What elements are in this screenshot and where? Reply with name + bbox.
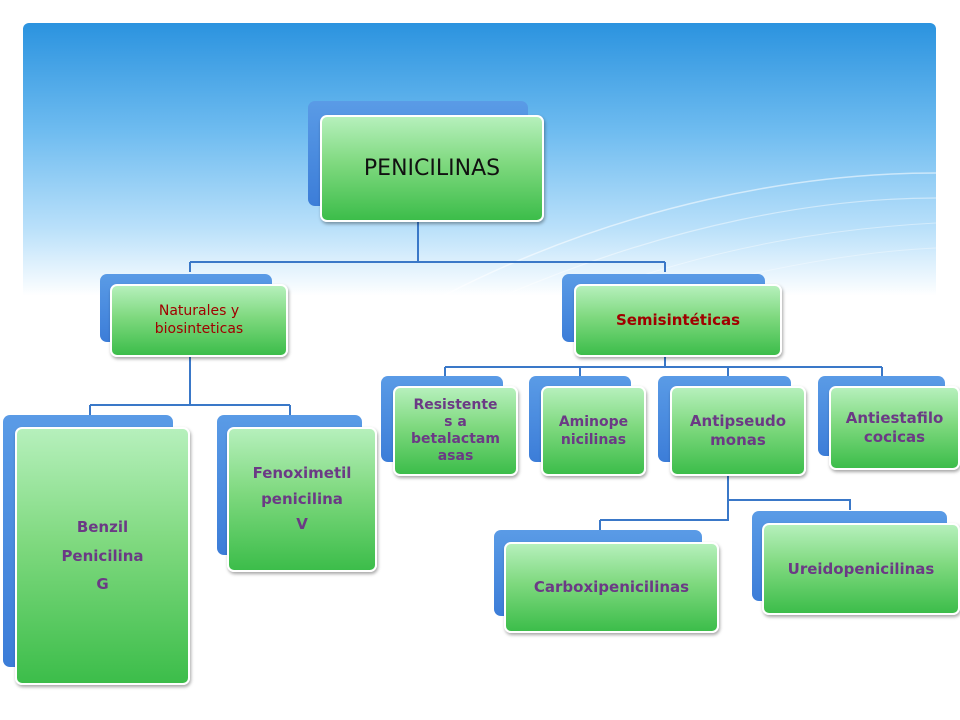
node-label: Semisintéticas <box>615 311 741 330</box>
connector-root <box>189 222 666 272</box>
node-box: Benzil Penicilina G <box>15 427 190 685</box>
node-label: Naturales y biosinteticas <box>154 303 244 337</box>
node-box: Antiestafilo cocicas <box>829 386 960 470</box>
node-box: Resistente s a betalactam asas <box>393 386 518 476</box>
node-penicilinas: PENICILINAS <box>308 101 544 222</box>
node-benzil-penicilina-g: Benzil Penicilina G <box>3 415 190 685</box>
node-box: Ureidopenicilinas <box>762 523 960 615</box>
node-ureidopenicilinas: Ureidopenicilinas <box>752 511 960 615</box>
node-semisinteticas: Semisintéticas <box>562 274 782 357</box>
node-box: Carboxipenicilinas <box>504 542 719 633</box>
node-box: Naturales y biosinteticas <box>110 284 288 357</box>
connector-antipseudomonas <box>599 475 851 530</box>
connector-semisinteticas <box>444 357 883 377</box>
node-label: Antiestafilo cocicas <box>845 408 944 447</box>
node-label: Ureidopenicilinas <box>787 559 935 578</box>
node-label: Fenoximetil penicilina V <box>252 464 352 534</box>
node-aminopenicilinas: Aminope nicilinas <box>529 376 646 476</box>
node-antiestafilococicas: Antiestafilo cocicas <box>818 376 960 470</box>
node-label: Benzil Penicilina G <box>61 518 144 594</box>
connector-naturales <box>89 357 291 415</box>
node-box: Antipseudo monas <box>670 386 806 476</box>
node-box: Fenoximetil penicilina V <box>227 427 377 572</box>
node-naturales: Naturales y biosinteticas <box>100 274 288 357</box>
node-resistentes-betalactamasas: Resistente s a betalactam asas <box>381 376 518 476</box>
node-label: Aminope nicilinas <box>558 413 629 448</box>
node-antipseudomonas: Antipseudo monas <box>658 376 806 476</box>
node-label: Antipseudo monas <box>689 411 787 450</box>
node-label: PENICILINAS <box>363 155 501 181</box>
node-fenoximetil-penicilina-v: Fenoximetil penicilina V <box>217 415 377 572</box>
node-label: Resistente s a betalactam asas <box>411 397 500 464</box>
node-carboxipenicilinas: Carboxipenicilinas <box>494 530 719 633</box>
node-box: Semisintéticas <box>574 284 782 357</box>
node-label: Carboxipenicilinas <box>533 578 690 597</box>
node-box: PENICILINAS <box>320 115 544 222</box>
node-box: Aminope nicilinas <box>541 386 646 476</box>
